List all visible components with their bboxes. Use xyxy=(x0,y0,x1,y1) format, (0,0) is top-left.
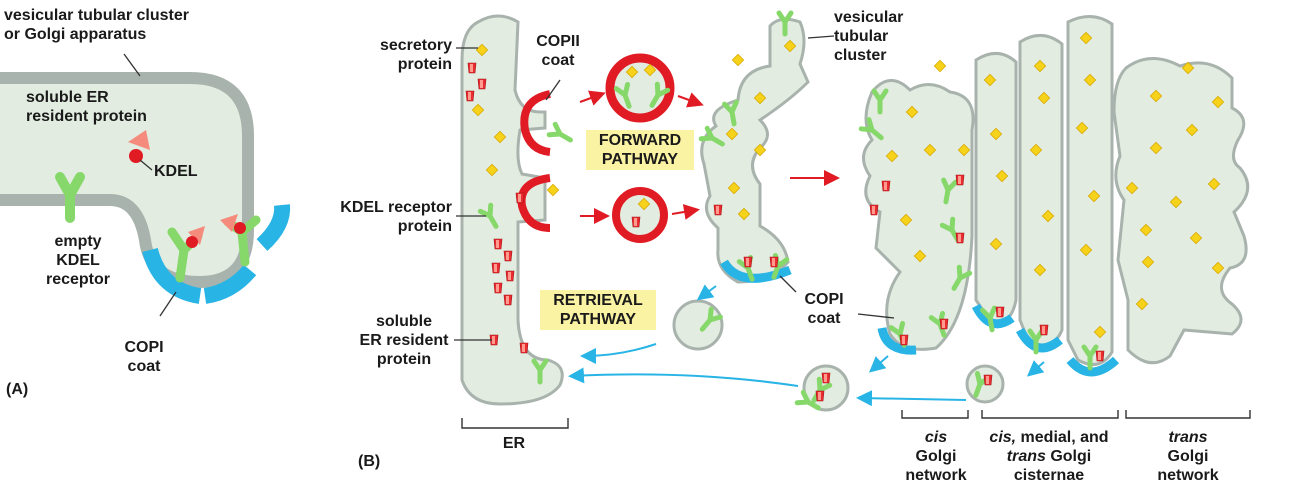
panel-a-leader-line xyxy=(123,53,141,77)
panel-a-organelle xyxy=(0,72,254,289)
panel-a-kdel-leader xyxy=(139,159,153,171)
panel-a-kdel-label: KDEL xyxy=(154,163,198,180)
cis-golgi-network-label: cis Golgi network xyxy=(888,428,984,485)
cisternae-rest: Golgi cisternae xyxy=(1013,448,1092,484)
cisternae-mid: medial, and xyxy=(1020,429,1109,446)
trans-golgi-network-label: trans Golgi network xyxy=(1140,428,1236,485)
panel-a-empty-receptor xyxy=(55,172,85,223)
golgi-cisterna-trans xyxy=(1066,15,1114,366)
golgi-cisterna-cis xyxy=(974,52,1018,323)
panel-b-leader-lines xyxy=(454,35,895,341)
kdel-receptor-label: KDEL receptor protein xyxy=(340,199,452,235)
secretory-protein-label: secretory protein xyxy=(379,37,452,73)
trans-network-rest: Golgi network xyxy=(1157,448,1219,484)
brackets xyxy=(461,410,1251,429)
vtc-label: vesicular tubular cluster xyxy=(834,9,904,64)
cis-network-italic: cis xyxy=(924,429,948,446)
soluble-er-resident-label: soluble ER resident protein xyxy=(359,313,449,368)
vtc-copi-coat xyxy=(720,259,792,283)
er-label: ER xyxy=(502,435,526,452)
trans-golgi-network xyxy=(1112,57,1250,365)
golgi-cisternae-label: cis, medial, and trans Golgi cisternae xyxy=(976,428,1122,485)
panel-a-copi-coat xyxy=(142,204,291,304)
trans-network-italic: trans xyxy=(1168,429,1208,446)
retrieval-arrows xyxy=(568,284,1045,407)
copii-coat-label: COPII coat xyxy=(536,33,580,69)
panel-a-copi-leader xyxy=(159,291,177,317)
cisternae-italic-1: cis, xyxy=(989,429,1017,446)
cis-network-rest: Golgi network xyxy=(905,448,967,484)
golgi-cisterna-medial xyxy=(1018,34,1064,347)
panel-a-soluble-protein xyxy=(128,130,150,163)
panel-b-tag: (B) xyxy=(358,453,381,470)
forward-pathway-label: FORWARD PATHWAY xyxy=(586,130,694,170)
copi-vesicle-vtc xyxy=(672,299,724,351)
panel-b-copi-label: COPI coat xyxy=(804,291,844,327)
panel-a-soluble-label: soluble ER resident protein xyxy=(26,89,147,125)
panel-a-copi-label: COPI coat xyxy=(124,339,164,375)
er-membrane xyxy=(460,14,564,406)
forward-arrows xyxy=(579,90,840,224)
panel-a-vtc-label: vesicular tubular cluster or Golgi appar… xyxy=(4,7,189,43)
copii-vesicle-2 xyxy=(612,187,668,243)
copii-coats-er xyxy=(517,90,551,232)
panel-a-bound-receptors xyxy=(167,214,261,283)
cisternae-italic-2: trans xyxy=(1006,448,1046,465)
panel-a-tag: (A) xyxy=(6,381,29,398)
panel-a-empty-receptor-label: empty KDEL receptor xyxy=(45,233,111,288)
retrieval-pathway-label: RETRIEVAL PATHWAY xyxy=(540,290,656,330)
cis-golgi-network xyxy=(862,79,975,351)
